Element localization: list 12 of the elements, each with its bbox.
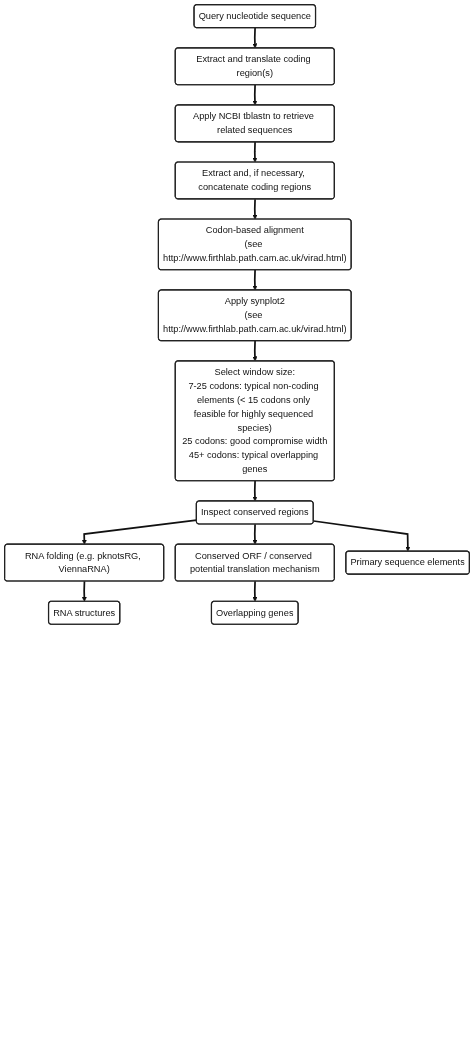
arrow [252,480,258,502]
arrow [252,340,258,362]
arrow [252,141,258,163]
arrow [81,519,198,545]
arrow [312,520,411,552]
arrow [252,580,258,602]
arrow [252,84,258,106]
arrow [252,27,258,49]
arrow [252,198,258,220]
arrow [252,523,258,545]
arrow [252,269,258,291]
arrow [81,580,87,602]
